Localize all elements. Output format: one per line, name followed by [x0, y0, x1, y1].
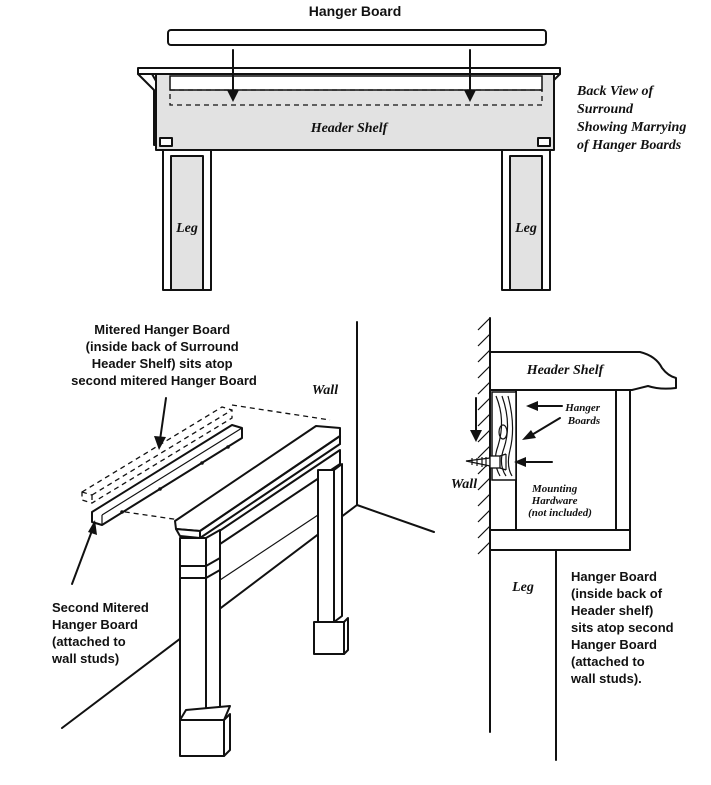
- mitered-hanger-caption: Mitered Hanger Board (inside back of Sur…: [71, 322, 257, 388]
- leg-right-label: Leg: [514, 221, 537, 236]
- side-note-line: wall studs).: [570, 671, 642, 686]
- wall-label-perspective: Wall: [312, 383, 338, 398]
- second-caption-line: (attached to: [52, 634, 126, 649]
- mounting-screw-icon: [465, 453, 507, 471]
- hanger-boards-line: Hanger: [564, 402, 601, 414]
- far-leg-side: [333, 463, 343, 623]
- near-leg-capital-side: [205, 557, 221, 579]
- side-note-line: (inside back of: [571, 586, 663, 601]
- mitered-pointer-shaft: [159, 397, 167, 441]
- wall-hatching: [477, 317, 491, 555]
- mitered-pointer-arrow-icon: [154, 436, 166, 450]
- second-hanger-caption: Second Mitered Hanger Board (attached to…: [51, 600, 152, 666]
- second-pointer-arrow-icon: [88, 520, 97, 535]
- mitered-caption-line: second mitered Hanger Board: [71, 373, 257, 388]
- screw-hole-icon: [158, 487, 162, 491]
- hanger-board-plank: [167, 29, 547, 46]
- side-note-line: Hanger Board: [571, 569, 657, 584]
- near-leg-capital: [179, 565, 207, 579]
- dashed-upper-hanger-board: [81, 406, 233, 504]
- hidden-hanger-board-outline: [169, 89, 543, 106]
- side-note-line: (attached to: [571, 654, 645, 669]
- second-pointer-shaft: [71, 527, 94, 585]
- side-note-caption: Hanger Board (inside back of Header shel…: [570, 569, 677, 686]
- mitered-caption-line: (inside back of Surround: [86, 339, 239, 354]
- back-view-caption: Back View of Surround Showing Marrying o…: [576, 84, 690, 153]
- leg-left-label: Leg: [175, 221, 198, 236]
- hanger-board-title: Hanger Board: [309, 3, 402, 19]
- dashed-guide-top: [231, 404, 331, 421]
- near-plinth-top: [179, 705, 231, 721]
- wall-floor-right-line: [356, 504, 435, 533]
- mounting-line: (not included): [528, 507, 592, 519]
- second-caption-line: Hanger Board: [52, 617, 138, 632]
- screw-hole-icon: [226, 445, 230, 449]
- mantel-shelf-under: [199, 443, 341, 539]
- header-shelf-label: Header Shelf: [310, 121, 389, 136]
- side-leg-label: Leg: [511, 580, 534, 595]
- second-caption-line: wall studs): [51, 651, 119, 666]
- hanger-boards-arrow-shaft: [529, 417, 561, 437]
- back-view-line: Showing Marrying: [577, 120, 686, 135]
- second-caption-line: Second Mitered: [52, 600, 149, 615]
- dashed-board-edge: [81, 491, 93, 496]
- dashed-board-edge: [91, 409, 233, 496]
- right-corner-block: [537, 137, 551, 147]
- side-down-arrow-icon: [470, 430, 482, 442]
- opening-top-edge: [219, 514, 319, 581]
- mounting-line: Hardware: [531, 495, 578, 507]
- header-shelf-lip: [169, 75, 543, 91]
- far-leg-front: [317, 469, 335, 623]
- side-frame-inner: [515, 389, 617, 531]
- back-view-line: Back View of: [576, 84, 655, 99]
- mantel-shelf-front-edge: [175, 528, 201, 539]
- right-down-arrow-icon: [464, 90, 476, 102]
- perspective-figure: Mitered Hanger Board (inside back of Sur…: [51, 321, 435, 757]
- right-leg-panel: [509, 155, 543, 291]
- left-leg-panel: [170, 155, 204, 291]
- side-note-line: Header shelf): [571, 603, 653, 618]
- side-note-line: Hanger Board: [571, 637, 657, 652]
- side-wall-label: Wall: [451, 477, 477, 492]
- side-frame-bottom: [489, 529, 631, 551]
- second-board-edge: [101, 427, 243, 516]
- left-corner-block: [159, 137, 173, 147]
- side-section-figure: Header Shelf: [451, 317, 677, 761]
- back-view-figure: Hanger Board Header Shelf Leg Leg Back: [137, 3, 690, 291]
- mitered-caption-line: Mitered Hanger Board: [94, 322, 230, 337]
- side-note-line: sits atop second: [571, 620, 674, 635]
- far-plinth-side: [343, 617, 349, 655]
- side-header-shelf-label: Header Shelf: [526, 363, 605, 378]
- side-header-shelf: [489, 351, 677, 391]
- hanger-boards-label: Hanger Boards: [564, 402, 603, 427]
- back-view-line: of Hanger Boards: [577, 138, 682, 153]
- hanger-boards-arrow-icon: [526, 401, 538, 411]
- near-leg-plinth: [179, 719, 225, 757]
- far-leg-plinth: [313, 621, 345, 655]
- mantel-shelf-edge: [199, 435, 341, 532]
- left-down-arrow-icon: [227, 90, 239, 102]
- screw-hole-icon: [200, 461, 204, 465]
- mounting-arrow-icon: [514, 457, 526, 467]
- back-view-line: Surround: [577, 102, 634, 117]
- hanger-boards-line: Boards: [567, 415, 600, 427]
- screw-hole-icon: [120, 510, 124, 514]
- mounting-hardware-label: Mounting Hardware (not included): [528, 483, 592, 519]
- near-plinth-side: [223, 713, 231, 757]
- mounting-line: Mounting: [531, 483, 578, 495]
- hanger-boards-arrow-icon: [522, 430, 536, 440]
- mitered-caption-line: Header Shelf) sits atop: [92, 356, 233, 371]
